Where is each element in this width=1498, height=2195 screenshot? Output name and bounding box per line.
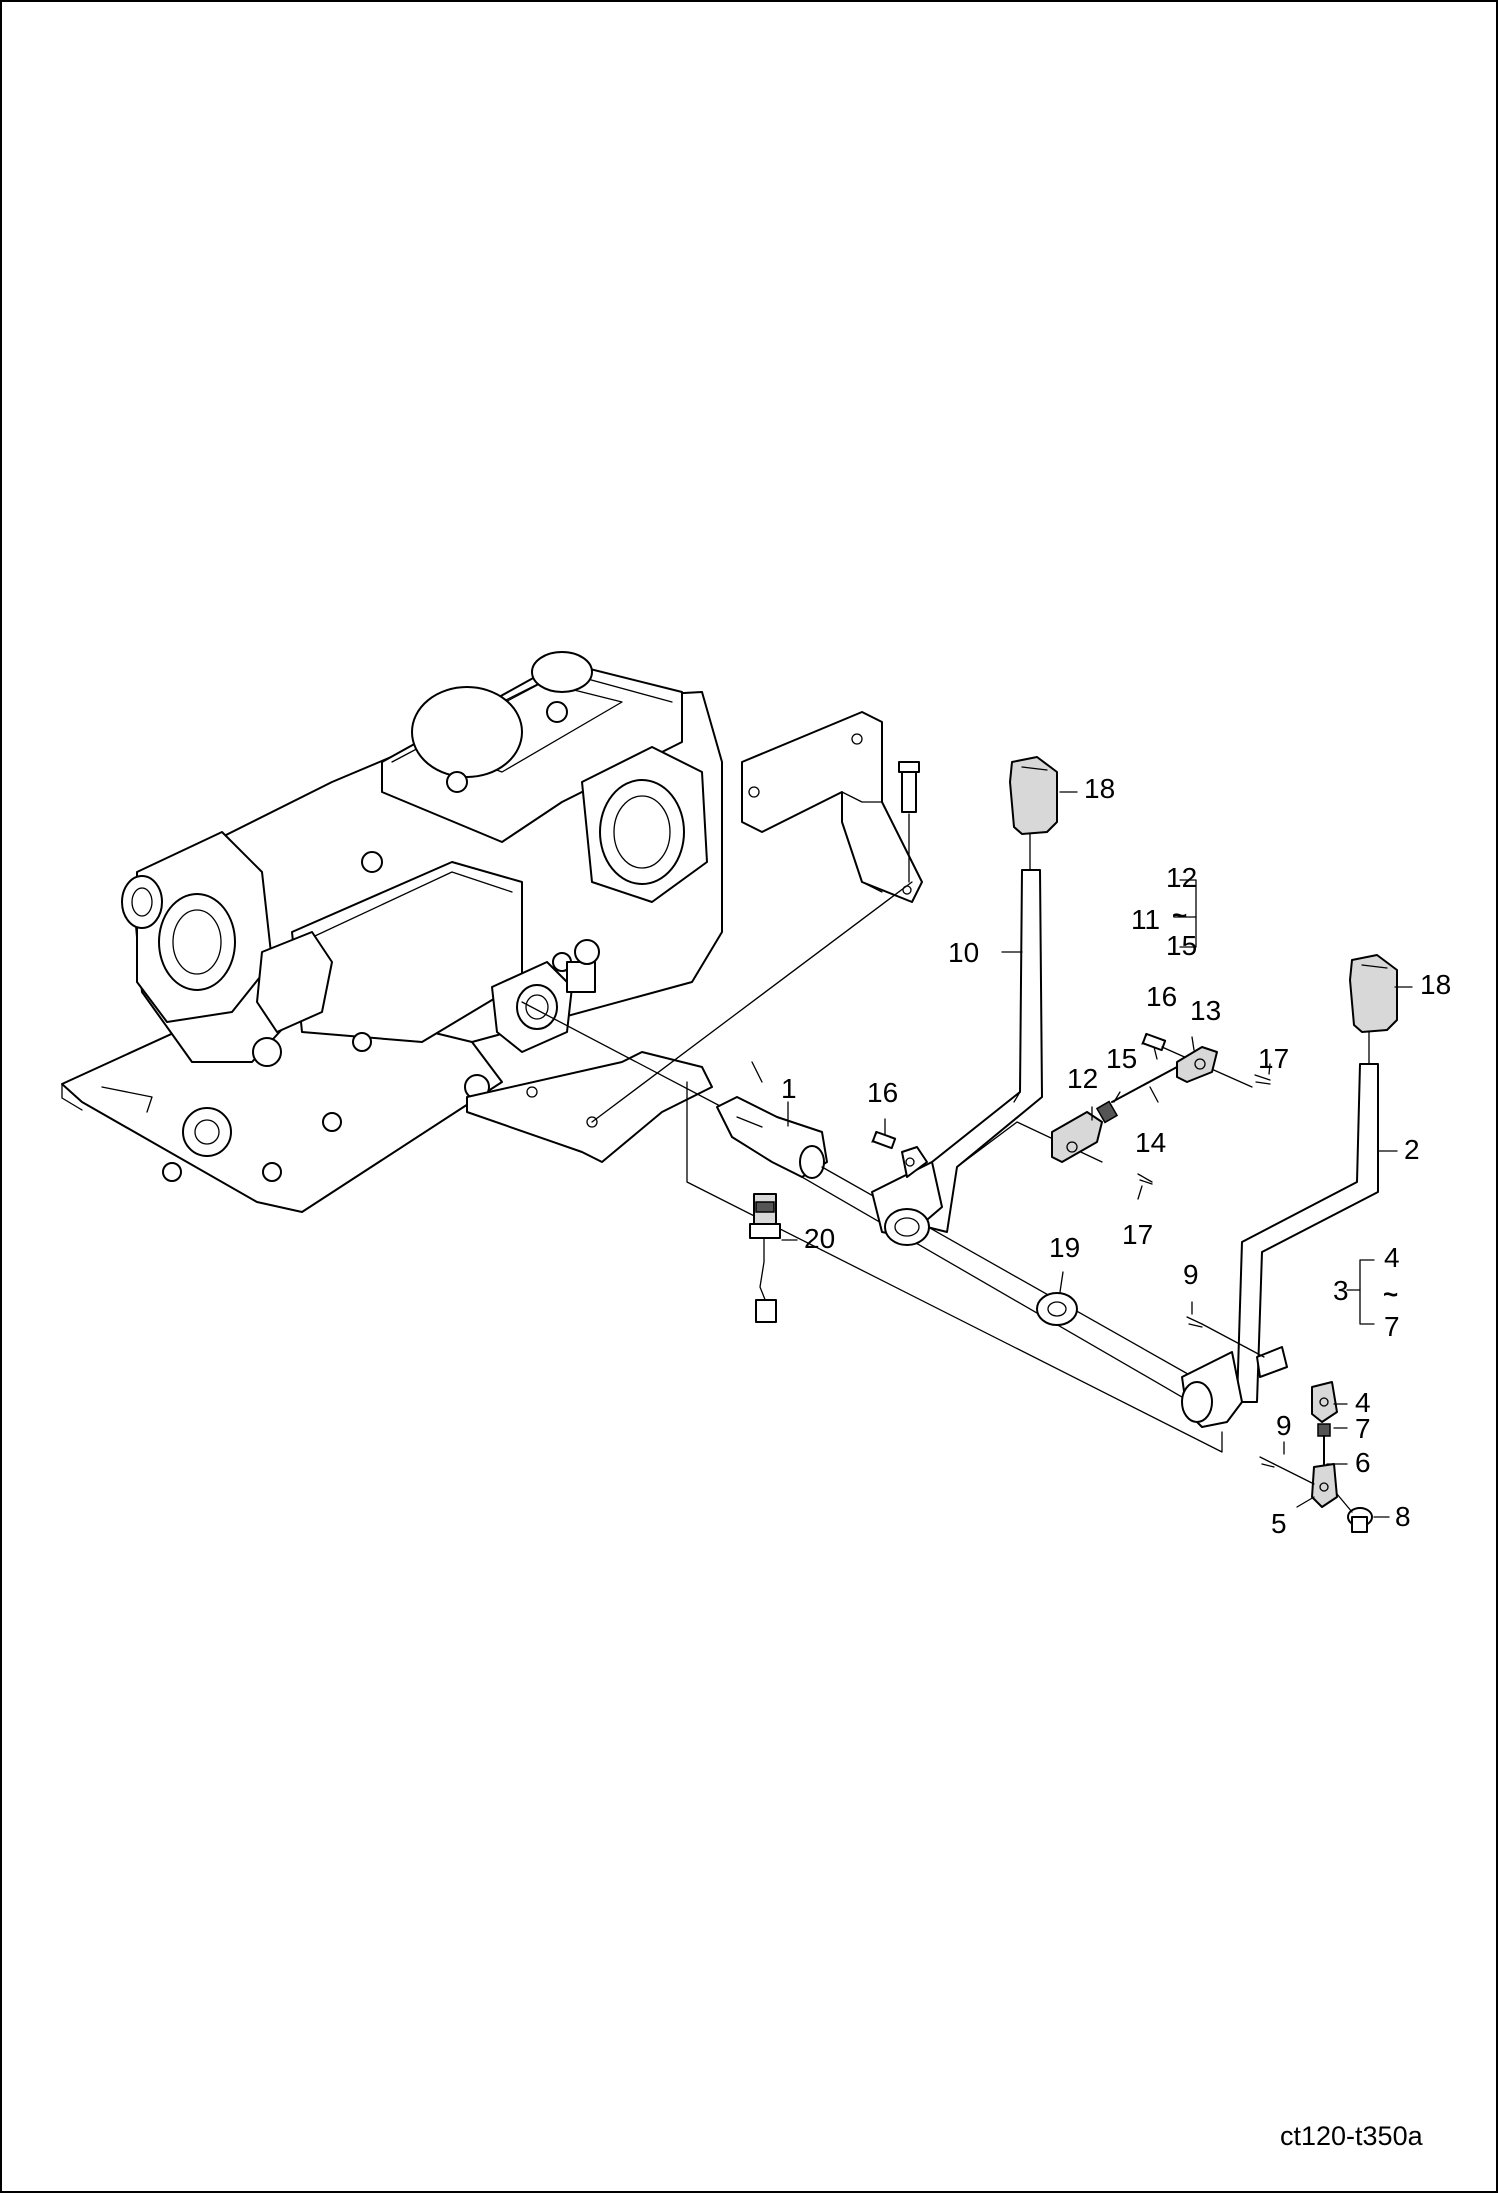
callout-15-top: 15 (1166, 930, 1197, 961)
callout-7: 7 (1355, 1413, 1371, 1444)
callout-6: 6 (1355, 1447, 1371, 1478)
callout-4: 4 (1355, 1387, 1371, 1418)
part-2-lever (1181, 1063, 1379, 1428)
transmission-housing (61, 651, 723, 1213)
part-18-knob-left (1009, 756, 1058, 871)
callout-11: 11 (1131, 904, 1160, 935)
callout-10: 10 (948, 937, 979, 968)
callout-9-upper: 9 (1183, 1259, 1199, 1290)
callout-range-symbol-11: ~ (1172, 900, 1187, 930)
callout-14: 14 (1135, 1127, 1166, 1158)
callout-17-left: 17 (1122, 1219, 1153, 1250)
part-8-pin (1336, 1493, 1373, 1533)
part-1-shaft (716, 1096, 1203, 1398)
callout-15-mid: 15 (1106, 1043, 1137, 1074)
part-4-clevis (1311, 1381, 1338, 1423)
callout-12-mid: 12 (1067, 1063, 1098, 1094)
drawing-code: ct120-t350a (1280, 2121, 1424, 2151)
callout-17-right: 17 (1258, 1043, 1289, 1074)
bracket (741, 711, 923, 903)
part-10-lever (871, 869, 1103, 1246)
callout-18-left: 18 (1084, 773, 1115, 804)
part-18-knob-right (1349, 954, 1398, 1065)
callout-13: 13 (1190, 995, 1221, 1026)
callout-5: 5 (1271, 1508, 1287, 1539)
callout-9-lower: 9 (1276, 1410, 1292, 1441)
callout-20: 20 (804, 1223, 835, 1254)
callout-leaders (781, 791, 1413, 1518)
callout-18-right: 18 (1420, 969, 1451, 1000)
part-19-washer (1036, 1292, 1078, 1326)
callout-2: 2 (1404, 1134, 1420, 1165)
callout-labels: 18 18 12 ~ 11 15 10 16 13 17 15 12 16 1 … (781, 773, 1451, 1539)
leader-lines (521, 881, 1223, 1453)
part-9-pin-upper (1186, 1316, 1265, 1358)
callout-16-left: 16 (867, 1077, 898, 1108)
callout-19: 19 (1049, 1232, 1080, 1263)
callout-16-right: 16 (1146, 981, 1177, 1012)
part-12-15-turnbuckle (1051, 1046, 1271, 1185)
part-5-clevis (1311, 1463, 1338, 1508)
part-9-pin-lower (1259, 1456, 1315, 1485)
mounting-plate (466, 1051, 713, 1163)
part-20-switch (749, 1193, 781, 1323)
callout-8: 8 (1395, 1501, 1411, 1532)
callout-4-top: 4 (1384, 1242, 1400, 1273)
callout-3: 3 (1333, 1275, 1349, 1306)
part-16-bolt-left (871, 1130, 897, 1150)
callout-range-symbol-3: ~ (1383, 1279, 1398, 1309)
part-7-nut (1317, 1423, 1331, 1437)
callout-1: 1 (781, 1073, 797, 1104)
callout-12-top: 12 (1166, 862, 1197, 893)
callout-7-top: 7 (1384, 1311, 1400, 1342)
